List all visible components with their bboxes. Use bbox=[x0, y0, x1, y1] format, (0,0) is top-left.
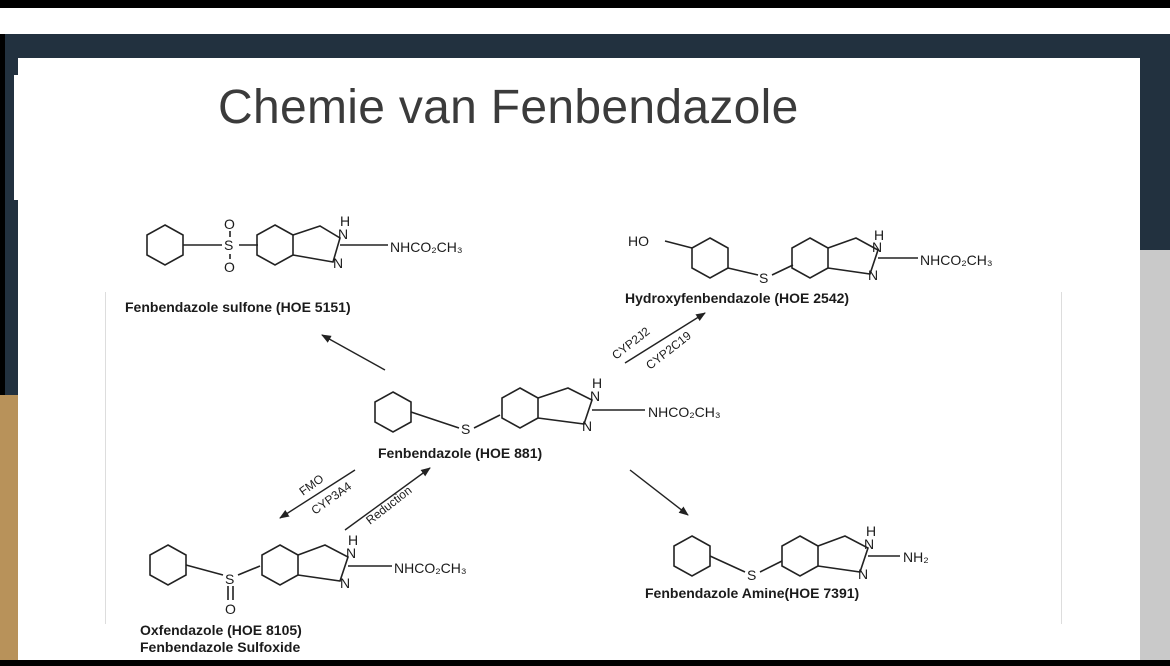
oxfendazole-carbamate-group: NHCO₂CH₃ bbox=[394, 560, 467, 576]
hydroxy-ho-atom: HO bbox=[628, 233, 649, 249]
parent-n1-atom: N bbox=[590, 388, 600, 404]
oxfendazole-sulfoxide-label: Fenbendazole Sulfoxide bbox=[140, 639, 300, 655]
oxfendazole-s-atom: S bbox=[225, 571, 234, 587]
arrow-to-hydroxy bbox=[624, 312, 706, 364]
sulfone-label: Fenbendazole sulfone (HOE 5151) bbox=[125, 299, 351, 315]
bottom-bar bbox=[0, 660, 1170, 666]
hydroxy-s-atom: S bbox=[759, 270, 768, 286]
amine-n2-atom: N bbox=[858, 566, 868, 582]
arrow-to-amine bbox=[629, 469, 689, 516]
enzyme-reduction: Reduction bbox=[363, 483, 414, 527]
sulfone-carbamate-group: NHCO₂CH₃ bbox=[390, 239, 463, 255]
sulfone-n2-atom: N bbox=[333, 255, 343, 271]
sulfone-h-atom: H bbox=[340, 213, 350, 229]
slide-notch bbox=[14, 75, 28, 200]
enzyme-cyp2j2: CYP2J2 bbox=[609, 324, 653, 362]
amine-n1-atom: N bbox=[864, 536, 874, 552]
sulfone-n1-atom: N bbox=[338, 226, 348, 242]
hydroxy-structure bbox=[664, 237, 918, 279]
oxfendazole-h-atom: H bbox=[348, 532, 358, 548]
oxfendazole-structure bbox=[149, 544, 392, 600]
parent-s-atom: S bbox=[461, 421, 470, 437]
sulfone-structure bbox=[146, 224, 388, 266]
oxfendazole-n2-atom: N bbox=[340, 575, 350, 591]
top-bar bbox=[0, 0, 1170, 8]
arrow-to-sulfone bbox=[321, 334, 386, 371]
oxfendazole-label: Oxfendazole (HOE 8105) bbox=[140, 622, 302, 638]
amine-s-atom: S bbox=[747, 567, 756, 583]
top-band bbox=[0, 8, 1170, 34]
arrow-reduction bbox=[344, 467, 431, 531]
slide-canvas bbox=[18, 58, 1140, 666]
arrow-to-oxfendazole bbox=[279, 469, 356, 519]
sulfone-s-atom: S bbox=[224, 237, 233, 253]
hydroxy-label: Hydroxyfenbendazole (HOE 2542) bbox=[625, 290, 849, 306]
hydroxy-carbamate-group: NHCO₂CH₃ bbox=[920, 252, 993, 268]
parent-n2-atom: N bbox=[582, 418, 592, 434]
parent-structure bbox=[374, 387, 645, 433]
sulfone-o1-atom: O bbox=[224, 216, 235, 232]
amine-nh2-group: NH₂ bbox=[903, 549, 929, 565]
hydroxy-h-atom: H bbox=[874, 227, 884, 243]
oxfendazole-n1-atom: N bbox=[346, 545, 356, 561]
oxfendazole-o-atom: O bbox=[225, 601, 236, 617]
parent-h-atom: H bbox=[592, 375, 602, 391]
sulfone-o2-atom: O bbox=[224, 259, 235, 275]
hydroxy-n2-atom: N bbox=[868, 267, 878, 283]
parent-carbamate-group: NHCO₂CH₃ bbox=[648, 404, 721, 420]
enzyme-fmo: FMO bbox=[297, 471, 327, 498]
amine-h-atom: H bbox=[866, 523, 876, 539]
parent-label: Fenbendazole (HOE 881) bbox=[378, 445, 542, 461]
amine-structure bbox=[673, 535, 900, 577]
slide-title: Chemie van Fenbendazole bbox=[218, 81, 799, 134]
diagram-frame bbox=[105, 292, 1062, 624]
hydroxy-n1-atom: N bbox=[872, 239, 882, 255]
amine-label: Fenbendazole Amine(HOE 7391) bbox=[645, 585, 859, 601]
